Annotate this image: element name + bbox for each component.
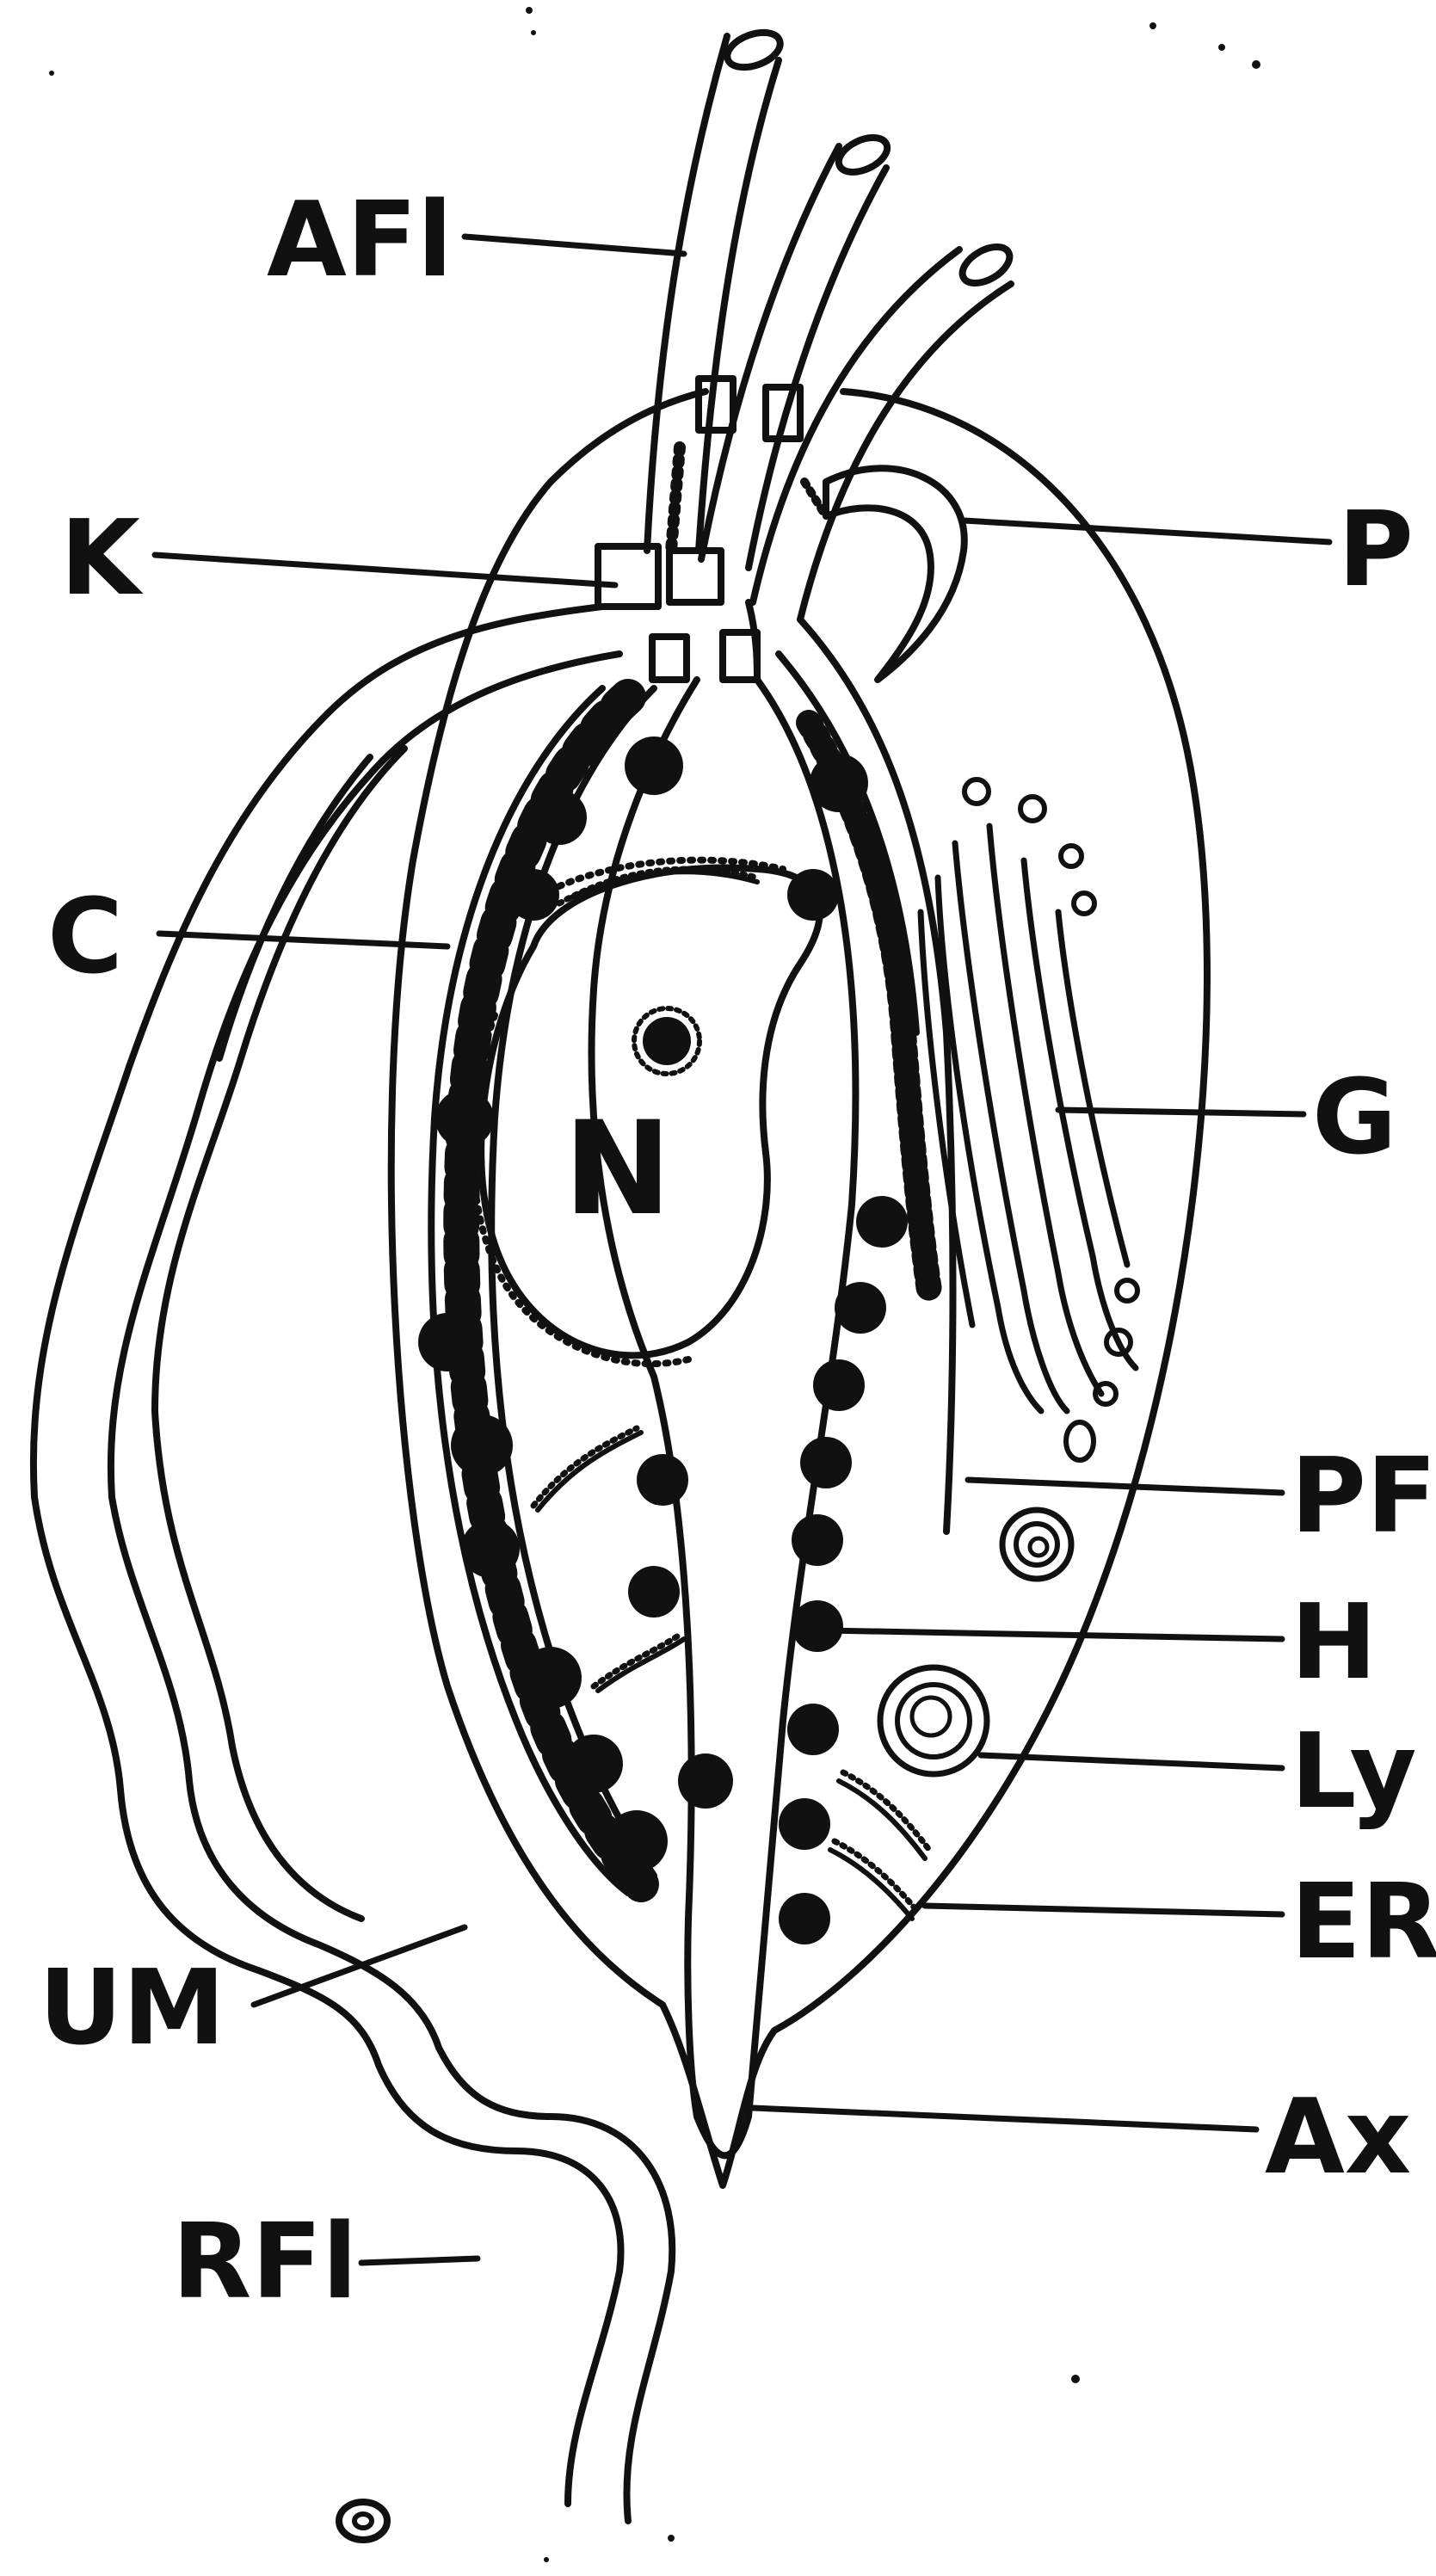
label-H: H [1291, 1583, 1377, 1703]
label-RFl: RFl [172, 2203, 358, 2322]
leader-ER [925, 1906, 1282, 1914]
leader-P [964, 521, 1329, 542]
label-PF: PF [1291, 1437, 1436, 1556]
leader-H [826, 1630, 1282, 1639]
label-AFl: AFl [267, 181, 453, 300]
leader-K [155, 555, 615, 585]
lysosomes [880, 1510, 1071, 1774]
label-G: G [1312, 1058, 1397, 1178]
leader-UM [254, 1927, 465, 2005]
leader-G [1058, 1110, 1303, 1114]
label-N: N [564, 1094, 672, 1244]
label-ER: ER [1291, 1863, 1436, 1982]
leader-AFl [465, 237, 684, 254]
label-K: K [60, 499, 144, 619]
leader-RFl [361, 2259, 478, 2263]
label-P: P [1338, 490, 1414, 610]
labels: AFl K P C G N PF H Ly ER UM Ax RFl [39, 181, 1436, 2322]
label-C: C [47, 878, 123, 997]
label-Ax: Ax [1265, 2078, 1411, 2197]
pelta [804, 468, 965, 680]
leader-PF [968, 1480, 1282, 1493]
leader-Ly [981, 1755, 1282, 1768]
leader-lines [155, 237, 1329, 2263]
label-Ly: Ly [1291, 1712, 1417, 1832]
parabasal-filament [779, 619, 953, 1531]
leader-Ax [753, 2108, 1256, 2129]
label-UM: UM [39, 1949, 225, 2068]
